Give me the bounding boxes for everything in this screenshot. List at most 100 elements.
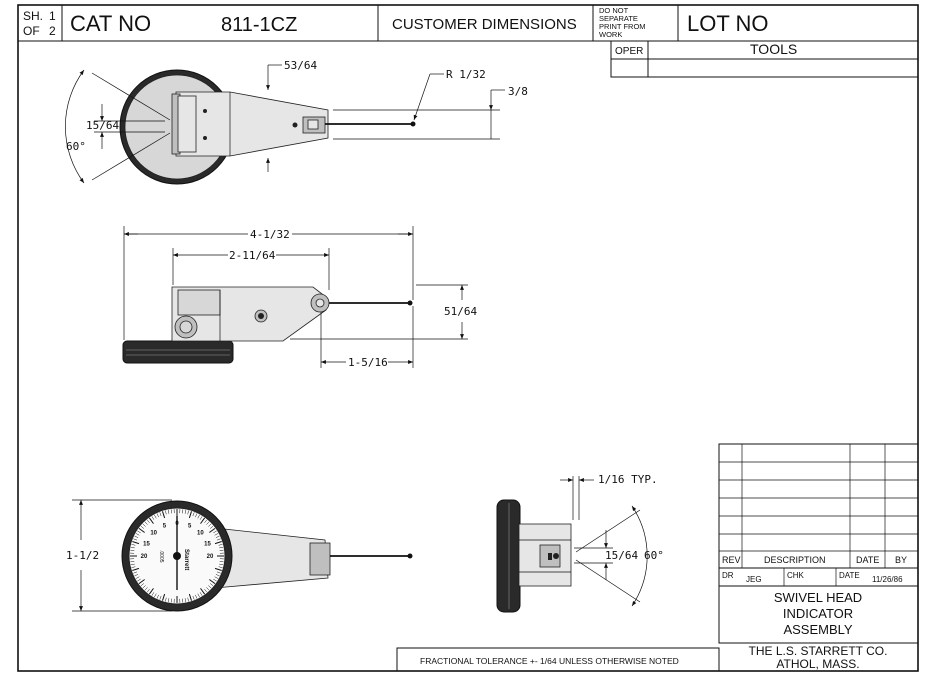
dial-tick bbox=[137, 530, 141, 534]
dial-tick bbox=[154, 593, 157, 598]
dial-tick bbox=[208, 585, 212, 589]
dial-tick bbox=[146, 588, 150, 593]
dial-tick bbox=[214, 576, 219, 579]
dial-tick bbox=[159, 512, 162, 517]
dial-tick bbox=[219, 549, 224, 551]
top-view: 53/64 R 1/32 3/8 15/64 60° bbox=[65, 59, 528, 185]
cat-no-value: 811-1CZ bbox=[221, 14, 297, 36]
dim-15-64-top: 15/64 bbox=[86, 119, 119, 132]
front-view: 051015205101520 Starrett .0005 1-1/2 bbox=[66, 499, 413, 612]
dial-tick bbox=[187, 597, 189, 602]
dial-tick bbox=[142, 523, 146, 527]
dial-tick bbox=[159, 595, 162, 600]
dial-tick bbox=[216, 571, 221, 574]
dim-1-5-16: 1-5/16 bbox=[348, 356, 388, 369]
dial-tick bbox=[204, 588, 208, 593]
dial-tick bbox=[138, 527, 145, 533]
by-label: BY bbox=[895, 555, 907, 565]
dial-number: 10 bbox=[197, 531, 204, 537]
dim-60-degree-top: 60° bbox=[66, 140, 86, 153]
dial-tick bbox=[188, 511, 192, 519]
dim-53-64: 53/64 bbox=[284, 59, 317, 72]
dial-number: 15 bbox=[204, 541, 211, 547]
dial-tick bbox=[209, 527, 216, 533]
do-not-separate-line2: SEPARATE bbox=[599, 14, 638, 23]
dial-tick bbox=[209, 583, 214, 587]
dr-label: DR bbox=[722, 571, 734, 580]
side-view: 4-1/32 2-11/64 51/64 1-5/16 bbox=[122, 226, 477, 369]
dial-tick bbox=[170, 509, 172, 514]
dial-tick bbox=[182, 509, 184, 514]
dim-r-1-32: R 1/32 bbox=[446, 68, 486, 81]
dial-tick bbox=[199, 516, 203, 520]
dial-tick bbox=[213, 530, 217, 534]
dial-tick bbox=[137, 578, 141, 582]
dial-tick bbox=[165, 510, 167, 515]
dial-tick bbox=[130, 546, 135, 549]
dial-tick bbox=[144, 521, 148, 525]
dial-tick bbox=[214, 533, 219, 536]
dial-tick bbox=[140, 525, 145, 529]
dial-tick bbox=[213, 578, 217, 582]
dial-number: 20 bbox=[141, 554, 148, 560]
dial-tick bbox=[199, 592, 203, 596]
dial-tick bbox=[187, 510, 189, 515]
of-label: OF bbox=[23, 24, 40, 38]
dial-tick bbox=[162, 511, 166, 519]
dial-tick bbox=[162, 593, 166, 601]
dial-number: 5 bbox=[163, 524, 167, 530]
rev-label: REV bbox=[722, 555, 741, 565]
dial-tick bbox=[218, 544, 223, 546]
dial-tick bbox=[135, 576, 140, 579]
dial-tick bbox=[132, 567, 140, 571]
title-line-2: INDICATOR bbox=[783, 606, 853, 621]
dial-number: 10 bbox=[150, 531, 157, 537]
dial-tick bbox=[133, 538, 138, 541]
dial-tick bbox=[216, 538, 221, 541]
dim-15-64-end: 15/64 bbox=[605, 549, 638, 562]
company-name: THE L.S. STARRETT CO. bbox=[749, 644, 888, 658]
end-view: 1/16 TYP. 15/64 60° bbox=[496, 473, 664, 613]
do-not-separate-line3: PRINT FROM bbox=[599, 22, 646, 31]
company-location: ATHOL, MASS. bbox=[776, 657, 859, 671]
dim-51-64: 51/64 bbox=[444, 305, 477, 318]
dial-tick bbox=[208, 523, 212, 527]
dial-tick bbox=[206, 587, 210, 591]
do-not-separate-line4: WORK bbox=[599, 30, 622, 39]
dial-brand: Starrett bbox=[183, 549, 189, 570]
dial-tick bbox=[132, 541, 140, 545]
do-not-separate-line1: DO NOT bbox=[599, 6, 629, 15]
dial-tick bbox=[134, 574, 139, 577]
dim-4-1-32: 4-1/32 bbox=[250, 228, 290, 241]
dial-tick bbox=[197, 514, 200, 519]
dial-unit: .0005 bbox=[158, 550, 164, 563]
dial-tick bbox=[214, 567, 222, 571]
dim-1-1-2: 1-1/2 bbox=[66, 549, 99, 562]
description-label: DESCRIPTION bbox=[764, 555, 826, 565]
tolerance-note: FRACTIONAL TOLERANCE +- 1/64 UNLESS OTHE… bbox=[420, 656, 679, 666]
date2-value: 11/26/86 bbox=[872, 575, 903, 584]
lot-no-label: LOT NO bbox=[687, 11, 769, 36]
dim-3-8: 3/8 bbox=[508, 85, 528, 98]
cat-no-label: CAT NO bbox=[70, 11, 151, 36]
dial-tick bbox=[218, 566, 223, 568]
dial-tick bbox=[184, 598, 187, 603]
of-number: 2 bbox=[49, 24, 56, 38]
dim-60-degree-end: 60° bbox=[644, 549, 664, 562]
dial-tick bbox=[156, 513, 159, 518]
dial-tick bbox=[151, 516, 155, 520]
sheet-number: 1 bbox=[49, 9, 56, 23]
dial-tick bbox=[188, 593, 192, 601]
dial-tick bbox=[219, 563, 224, 566]
dial-tick bbox=[130, 563, 135, 566]
dial-tick bbox=[144, 587, 148, 591]
dial-tick bbox=[131, 544, 136, 546]
dial-tick bbox=[206, 521, 210, 525]
title-block: SWIVEL HEAD INDICATOR ASSEMBLY THE L.S. … bbox=[718, 585, 919, 671]
dr-value: JEG bbox=[746, 575, 762, 584]
dial-tick bbox=[154, 514, 157, 519]
date2-label: DATE bbox=[839, 571, 860, 580]
dial-tick bbox=[165, 597, 167, 602]
dim-1-16-typ: 1/16 TYP. bbox=[598, 473, 658, 486]
